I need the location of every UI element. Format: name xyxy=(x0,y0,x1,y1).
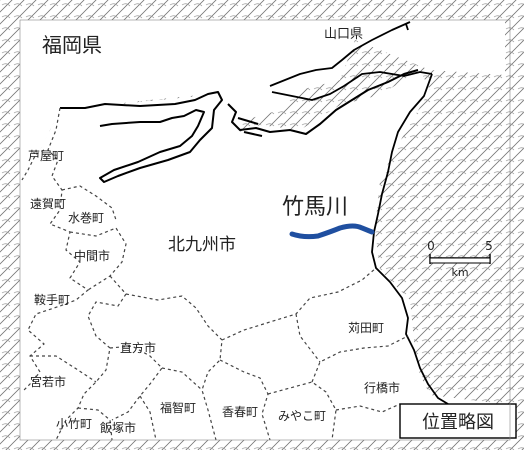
scale-unit-label: km xyxy=(451,266,468,279)
municipal-boundary xyxy=(61,185,117,221)
scale-start-label: 0 xyxy=(427,239,435,253)
legend-box: 位置略図 xyxy=(399,403,517,439)
municipal-boundary xyxy=(335,403,401,413)
prefecture-label: 福岡県 xyxy=(42,33,102,57)
municipality-label: 福智町 xyxy=(160,400,196,415)
city-label: 北九州市 xyxy=(168,235,236,255)
municipality-label: みやこ町 xyxy=(278,409,326,423)
municipal-boundary xyxy=(221,267,377,341)
prefecture-boundary xyxy=(405,23,409,31)
scale-bar: 0 5 km xyxy=(427,239,493,279)
municipal-boundary xyxy=(311,335,409,383)
coastline-north xyxy=(60,91,223,183)
municipality-label: 小竹町 xyxy=(56,417,92,431)
municipal-boundary xyxy=(21,107,90,393)
municipality-label: 直方市 xyxy=(120,340,156,355)
yamaguchi-coast xyxy=(269,21,411,87)
municipal-boundary xyxy=(21,149,45,181)
scale-end-label: 5 xyxy=(485,239,493,253)
municipality-label: 飯塚市 xyxy=(100,420,136,435)
municipality-label: 遠賀町 xyxy=(30,197,66,211)
jetty xyxy=(237,117,259,125)
coastline-inner xyxy=(227,69,419,135)
legend-title: 位置略図 xyxy=(422,412,494,433)
municipality-label: 鞍手町 xyxy=(34,292,70,307)
municipality-label: 芦屋町 xyxy=(28,149,64,163)
municipality-label: 香春町 xyxy=(222,405,258,419)
takema-river xyxy=(289,223,375,240)
municipality-label: 苅田町 xyxy=(348,321,384,335)
coastline-east xyxy=(371,73,449,405)
land-area-south xyxy=(20,180,400,440)
municipality-label: 中間市 xyxy=(74,248,110,263)
municipal-boundary xyxy=(267,381,337,441)
municipal-boundary xyxy=(295,313,321,363)
neighbor-prefecture-label: 山口県 xyxy=(324,27,363,42)
municipal-boundary xyxy=(161,367,203,391)
municipality-label: 水巻町 xyxy=(68,211,104,225)
map-frame xyxy=(19,19,511,441)
jetty xyxy=(243,131,263,137)
municipal-boundary xyxy=(139,395,157,441)
municipality-label: 行橋市 xyxy=(364,380,400,395)
municipal-boundary xyxy=(109,345,163,421)
yamaguchi-coast-lower xyxy=(271,71,433,101)
river-label: 竹馬川 xyxy=(282,195,348,220)
municipality-label: 宮若市 xyxy=(30,374,66,389)
municipal-boundary xyxy=(30,355,97,383)
